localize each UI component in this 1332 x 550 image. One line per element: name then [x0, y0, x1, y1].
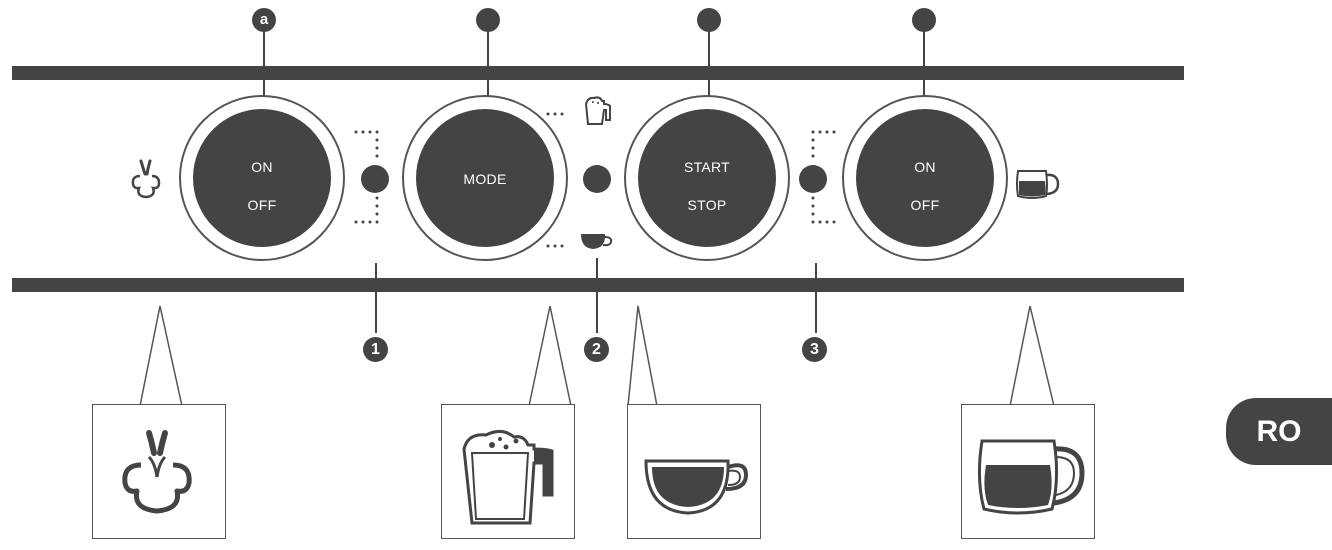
steam-callout-box	[92, 404, 226, 539]
callout-pin-a-label: a	[259, 11, 269, 28]
indicator-light-1	[361, 165, 389, 193]
indicator-number-1: 1	[363, 337, 388, 362]
indicator-2-dots	[546, 112, 564, 248]
carafe-dial-on-label: ON	[914, 159, 936, 175]
carafe-callout-box	[961, 404, 1095, 539]
indicator-1-line	[375, 263, 377, 333]
callout-pin-carafe	[912, 8, 936, 32]
mode-button[interactable]: MODE	[416, 109, 554, 247]
startstop-dial[interactable]: START STOP	[624, 95, 790, 261]
mode-dial-label: MODE	[463, 171, 507, 187]
steam-dial-off-label: OFF	[247, 197, 277, 213]
coffee-carafe-icon-small	[1016, 170, 1060, 199]
carafe-button[interactable]: ON OFF	[856, 109, 994, 247]
coffee-carafe-icon	[977, 439, 1085, 515]
indicator-3-bracket	[811, 130, 836, 224]
mode-dial[interactable]: MODE	[402, 95, 568, 261]
steam-icon	[131, 159, 161, 199]
steam-button[interactable]: ON OFF	[193, 109, 331, 247]
indicator-number-3: 3	[802, 337, 827, 362]
espresso-cup-icon-small	[581, 234, 613, 249]
pin-line-4	[923, 28, 925, 96]
callout-pin-startstop	[697, 8, 721, 32]
milk-froth-jug-icon	[584, 96, 611, 125]
panel-top-bar	[12, 66, 1184, 80]
indicator-number-2: 2	[584, 337, 609, 362]
indicator-light-3	[799, 165, 827, 193]
espresso-cup-icon	[644, 459, 749, 515]
pin-line-3	[708, 28, 710, 96]
indicator-2-line	[596, 258, 598, 333]
startstop-start-label: START	[683, 159, 731, 175]
language-tab: RO	[1226, 398, 1332, 465]
indicator-3-line	[815, 263, 817, 333]
carafe-dial-off-label: OFF	[910, 197, 940, 213]
milk-froth-jug-icon-large	[462, 430, 554, 525]
steam-icon-large	[122, 430, 192, 514]
steam-dial-on-label: ON	[251, 159, 273, 175]
carafe-dial[interactable]: ON OFF	[842, 95, 1008, 261]
espresso-callout-box	[627, 404, 761, 539]
pin-line-a	[263, 28, 265, 96]
startstop-stop-label: STOP	[687, 197, 727, 213]
callout-pin-mode	[476, 8, 500, 32]
panel-bottom-bar	[12, 278, 1184, 292]
milk-froth-callout-box	[441, 404, 575, 539]
indicator-light-2	[583, 165, 611, 193]
callout-pointers	[139, 305, 1055, 407]
startstop-button[interactable]: START STOP	[638, 109, 776, 247]
callout-pin-a: a	[252, 8, 276, 32]
indicator-1-bracket	[354, 130, 379, 224]
pin-line-2	[487, 28, 489, 96]
steam-dial[interactable]: ON OFF	[179, 95, 345, 261]
